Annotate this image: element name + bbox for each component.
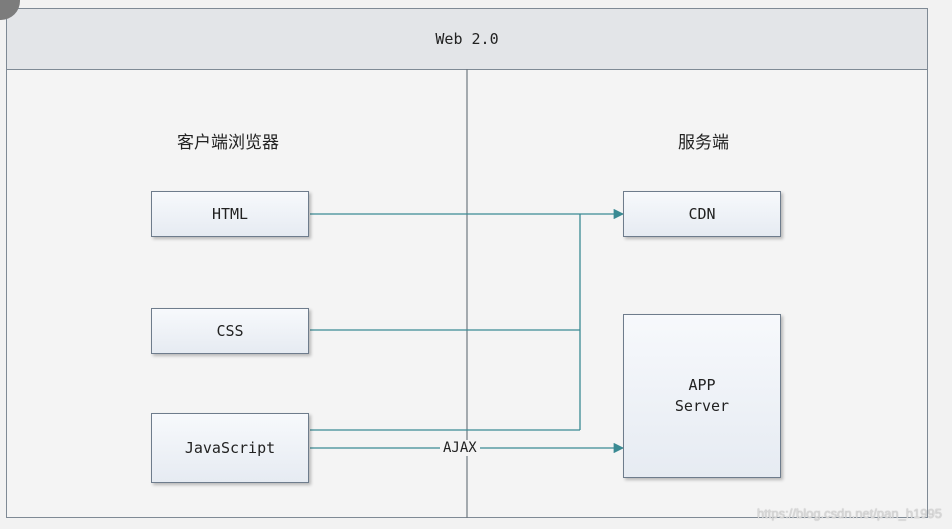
watermark: https://blog.csdn.net/pan_h1995 — [756, 506, 942, 521]
server-section-title: 服务端 — [678, 133, 729, 153]
css-box: CSS — [151, 308, 309, 354]
html-box: HTML — [151, 191, 309, 237]
diagram-header: Web 2.0 — [7, 9, 927, 70]
javascript-box: JavaScript — [151, 413, 309, 483]
client-section-title: 客户端浏览器 — [177, 133, 279, 153]
ajax-label: AJAX — [440, 440, 480, 456]
app-server-box: APP Server — [623, 314, 781, 478]
app-server-label: APP Server — [674, 376, 730, 415]
cdn-box: CDN — [623, 191, 781, 237]
header-title: Web 2.0 — [435, 30, 499, 48]
